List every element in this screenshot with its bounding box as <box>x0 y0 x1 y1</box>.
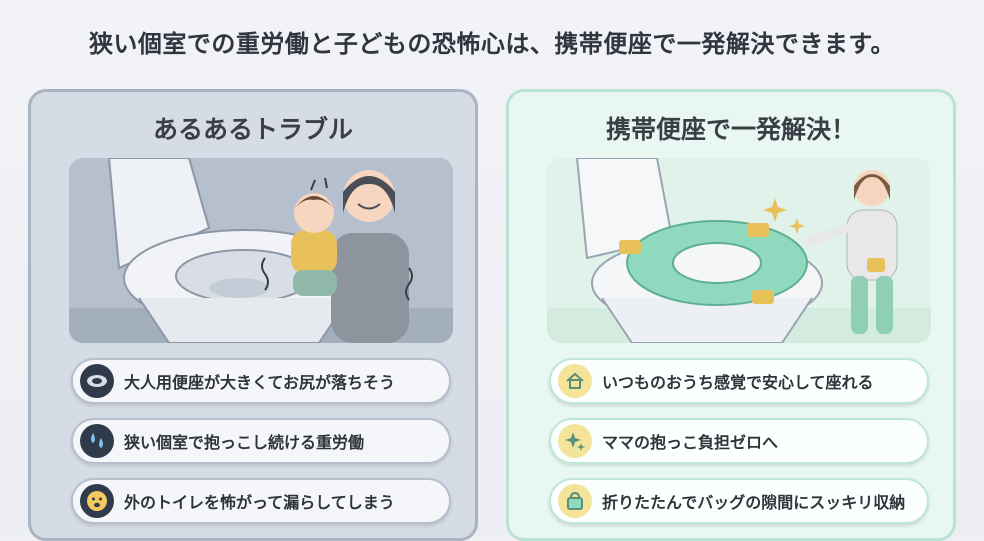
problem-item-label: 狭い個室で抱っこし続ける重労働 <box>124 433 365 452</box>
problem-item-label: 外のトイレを怖がって漏らしてしまう <box>124 493 395 512</box>
problems-panel: あるあるトラブル <box>28 89 478 541</box>
problem-item: 大人用便座が大きくてお尻が落ちそう <box>71 358 451 404</box>
scared-face-icon <box>80 484 114 518</box>
solution-item: いつものおうち感覚で安心して座れる <box>549 358 929 404</box>
sweat-drops-icon <box>80 424 114 458</box>
problem-illustration <box>69 158 453 343</box>
problem-item-label: 大人用便座が大きくてお尻が落ちそう <box>124 373 396 392</box>
solution-item-label: いつものおうち感覚で安心して座れる <box>602 373 874 392</box>
solutions-panel: 携帯便座で一発解決！ <box>506 89 956 541</box>
bag-icon <box>558 484 592 518</box>
solution-item: 折りたたんでバッグの隙間にスッキリ収納 <box>549 478 929 524</box>
sparkle-icon <box>558 424 592 458</box>
problem-item: 外のトイレを怖がって漏らしてしまう <box>71 478 451 524</box>
solution-illustration <box>547 158 931 343</box>
solution-item-label: 折りたたんでバッグの隙間にスッキリ収納 <box>602 493 906 512</box>
home-icon <box>558 364 592 398</box>
solutions-panel-title: 携帯便座で一発解決！ <box>605 115 856 144</box>
solution-item-label: ママの抱っこ負担ゼロへ <box>602 433 779 452</box>
headline: 狭い個室での重労働と子どもの恐怖心は、携帯便座で一発解決できます。 <box>88 30 896 58</box>
problem-item: 狭い個室で抱っこし続ける重労働 <box>71 418 451 464</box>
solution-item: ママの抱っこ負担ゼロへ <box>549 418 929 464</box>
toilet-hole-icon <box>80 364 114 398</box>
problems-panel-title: あるあるトラブル <box>152 115 353 144</box>
